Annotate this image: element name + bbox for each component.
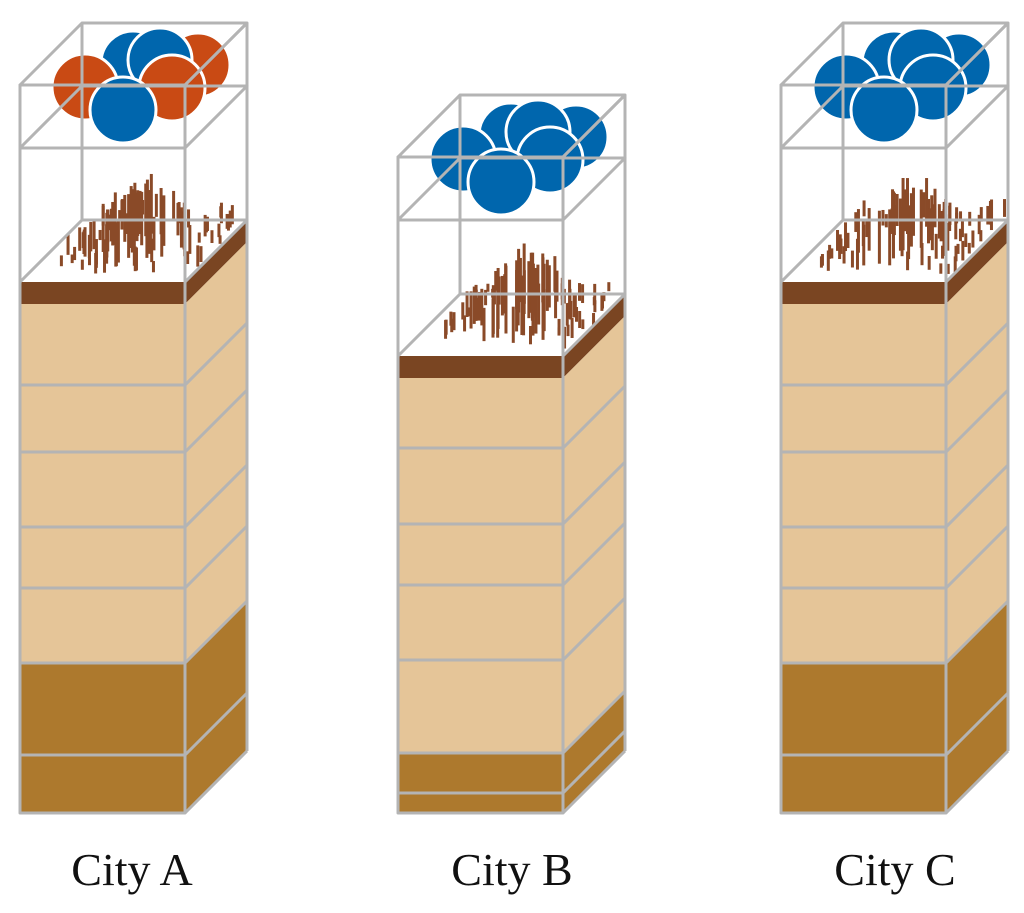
wireframe	[396, 93, 627, 815]
particle-spheres	[811, 26, 993, 145]
light-soil-side	[185, 242, 247, 663]
city-c-label: City C	[834, 844, 956, 895]
frame-edge	[561, 93, 627, 159]
dark-soil-front	[398, 753, 563, 813]
root-hairs	[819, 177, 1007, 274]
topsoil-front	[20, 282, 185, 304]
topsoil-front	[398, 356, 563, 378]
wireframe	[779, 21, 1010, 815]
light-soil-front	[398, 378, 563, 753]
frame-ring	[18, 218, 249, 284]
topsoil-side	[563, 294, 625, 378]
dark-soil-side	[185, 601, 247, 813]
soil-column-b	[396, 93, 627, 815]
topsoil-side	[946, 220, 1008, 304]
frame-ring	[18, 84, 249, 150]
sphere	[466, 147, 536, 217]
dark-soil-side	[563, 691, 625, 813]
topsoil-front	[781, 282, 946, 304]
sphere	[849, 75, 919, 145]
light-soil-side	[563, 316, 625, 753]
light-soil-front	[781, 304, 946, 663]
frame-ring	[779, 84, 1010, 150]
light-soil-side	[946, 242, 1008, 663]
frame-ring	[779, 218, 1010, 284]
frame-edge	[944, 749, 1010, 815]
sphere	[88, 75, 158, 145]
frame-ring	[396, 156, 627, 222]
soil-column-c	[779, 21, 1010, 815]
dark-soil-side	[946, 601, 1008, 813]
frame-edge	[183, 749, 249, 815]
frame-ring	[396, 292, 627, 358]
city-a-label: City A	[71, 844, 193, 895]
light-soil-front	[20, 304, 185, 663]
wireframe	[18, 21, 249, 815]
city-b-label: City B	[451, 844, 573, 895]
particle-spheres	[50, 26, 232, 145]
topsoil-side	[185, 220, 247, 304]
dark-soil-front	[781, 663, 946, 813]
root-hairs	[59, 173, 234, 274]
dark-soil-front	[20, 663, 185, 813]
soil-column-a	[18, 21, 249, 815]
frame-edge	[561, 749, 627, 815]
frame-edge	[944, 21, 1010, 87]
frame-edge	[183, 21, 249, 87]
